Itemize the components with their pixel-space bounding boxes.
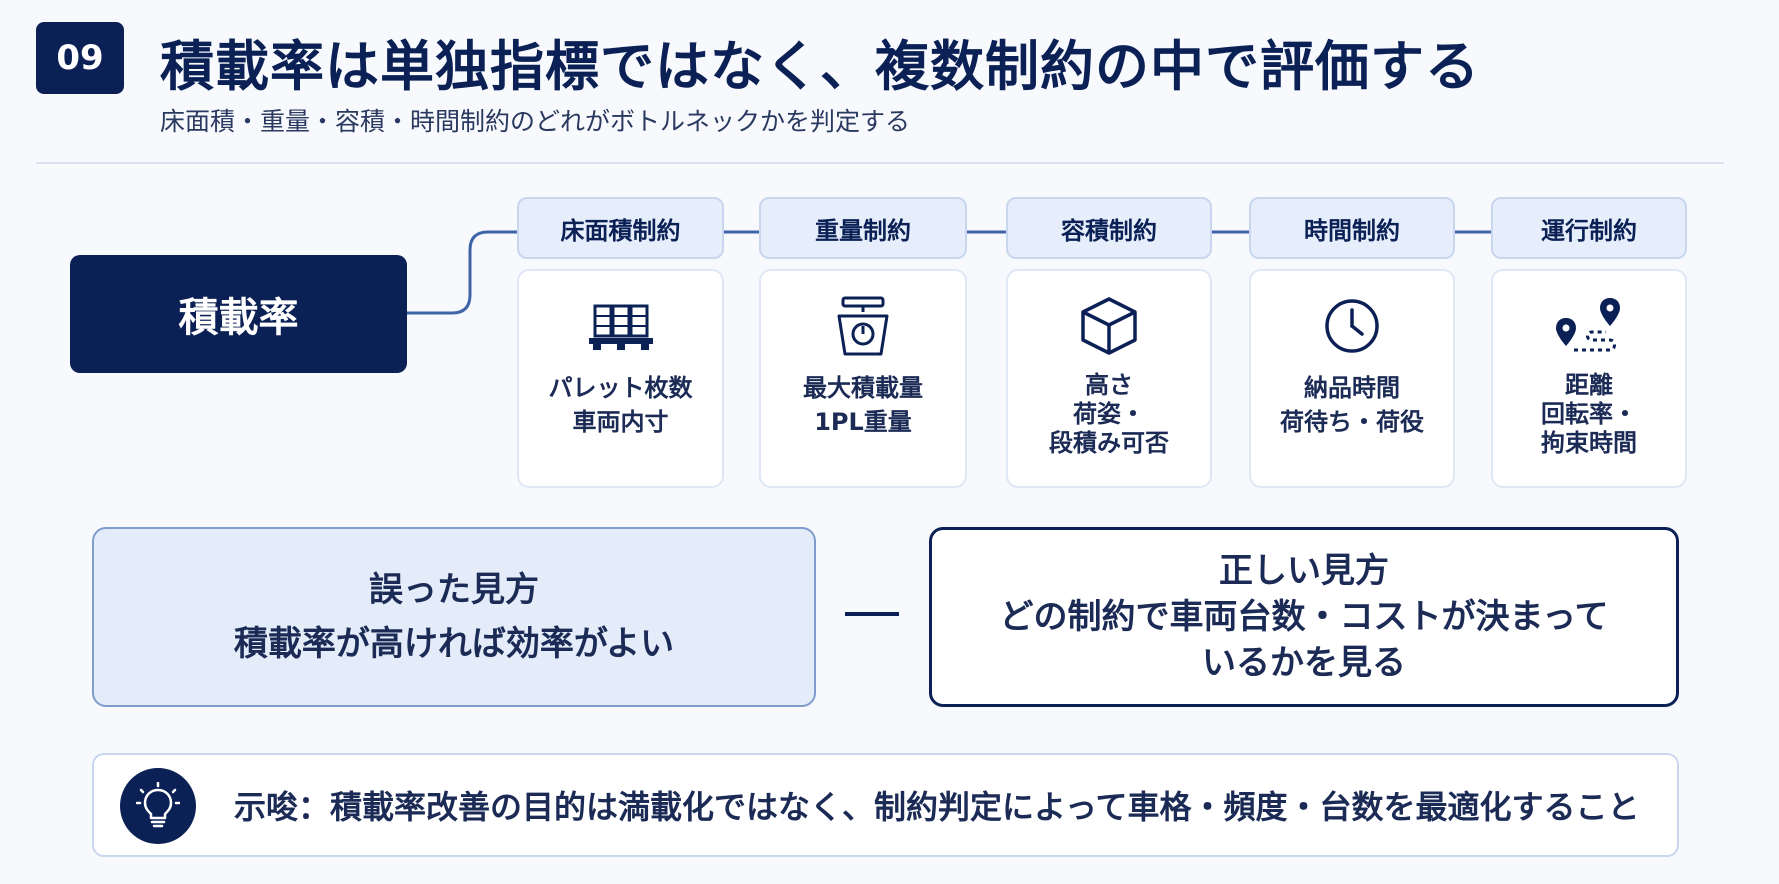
constraint-card-floor-area: パレット枚数 車両内寸 <box>517 269 724 488</box>
constraint-card-time: 納品時間 荷待ち・荷役 <box>1249 269 1455 488</box>
header-divider <box>36 162 1724 164</box>
constraint-label-operation: 運行制約 <box>1491 197 1687 259</box>
constraint-detail: 回転率・ <box>1541 400 1637 428</box>
constraint-detail: 最大積載量 <box>803 374 923 402</box>
constraint-label-weight: 重量制約 <box>759 197 967 259</box>
wrong-view-statement: 積載率が高ければ効率がよい <box>233 624 675 664</box>
correct-view-heading: 正しい見方 <box>1219 551 1389 591</box>
section-number-badge: 09 <box>36 22 124 94</box>
wrong-view-heading: 誤った見方 <box>369 570 539 610</box>
clock-icon <box>1312 291 1392 361</box>
insight-box: 示唆：積載率改善の目的は満載化ではなく、制約判定によって車格・頻度・台数を最適化… <box>92 753 1679 857</box>
constraint-detail: 納品時間 <box>1304 374 1400 402</box>
constraint-detail: 段積み可否 <box>1049 429 1169 457</box>
page-subtitle: 床面積・重量・容積・時間制約のどれがボトルネックかを判定する <box>160 107 911 136</box>
route-icon <box>1549 291 1629 361</box>
constraint-card-volume: 高さ 荷姿・ 段積み可否 <box>1006 269 1212 488</box>
root-node-load-factor: 積載率 <box>70 255 407 373</box>
lightbulb-icon <box>120 768 196 844</box>
constraint-detail: 車両内寸 <box>572 408 669 436</box>
correct-view-statement: どの制約で車両台数・コストが決まって <box>999 597 1609 637</box>
constraint-card-operation: 距離 回転率・ 拘束時間 <box>1491 269 1687 488</box>
constraint-card-weight: 最大積載量 1PL重量 <box>759 269 967 488</box>
constraint-detail: 1PL重量 <box>814 408 912 436</box>
insight-text: 示唆：積載率改善の目的は満載化ではなく、制約判定によって車格・頻度・台数を最適化… <box>234 788 1640 826</box>
scale-icon <box>823 291 903 361</box>
constraint-detail: パレット枚数 <box>548 374 693 402</box>
constraint-detail: 距離 <box>1565 371 1613 399</box>
comparison-separator <box>845 612 899 616</box>
constraint-detail: 拘束時間 <box>1541 429 1637 457</box>
correct-view-box: 正しい見方 どの制約で車両台数・コストが決まって いるかを見る <box>929 527 1679 707</box>
constraint-label-volume: 容積制約 <box>1006 197 1212 259</box>
box-icon <box>1069 291 1149 361</box>
page-title: 積載率は単独指標ではなく、複数制約の中で評価する <box>160 35 1480 98</box>
constraint-detail: 高さ <box>1085 371 1133 399</box>
constraint-detail: 荷姿・ <box>1073 400 1145 428</box>
constraint-label-floor-area: 床面積制約 <box>517 197 724 259</box>
constraint-label-time: 時間制約 <box>1249 197 1455 259</box>
constraint-detail: 荷待ち・荷役 <box>1280 408 1424 436</box>
wrong-view-box: 誤った見方 積載率が高ければ効率がよい <box>92 527 816 707</box>
correct-view-statement: いるかを見る <box>1202 643 1406 683</box>
pallet-icon <box>581 291 661 361</box>
